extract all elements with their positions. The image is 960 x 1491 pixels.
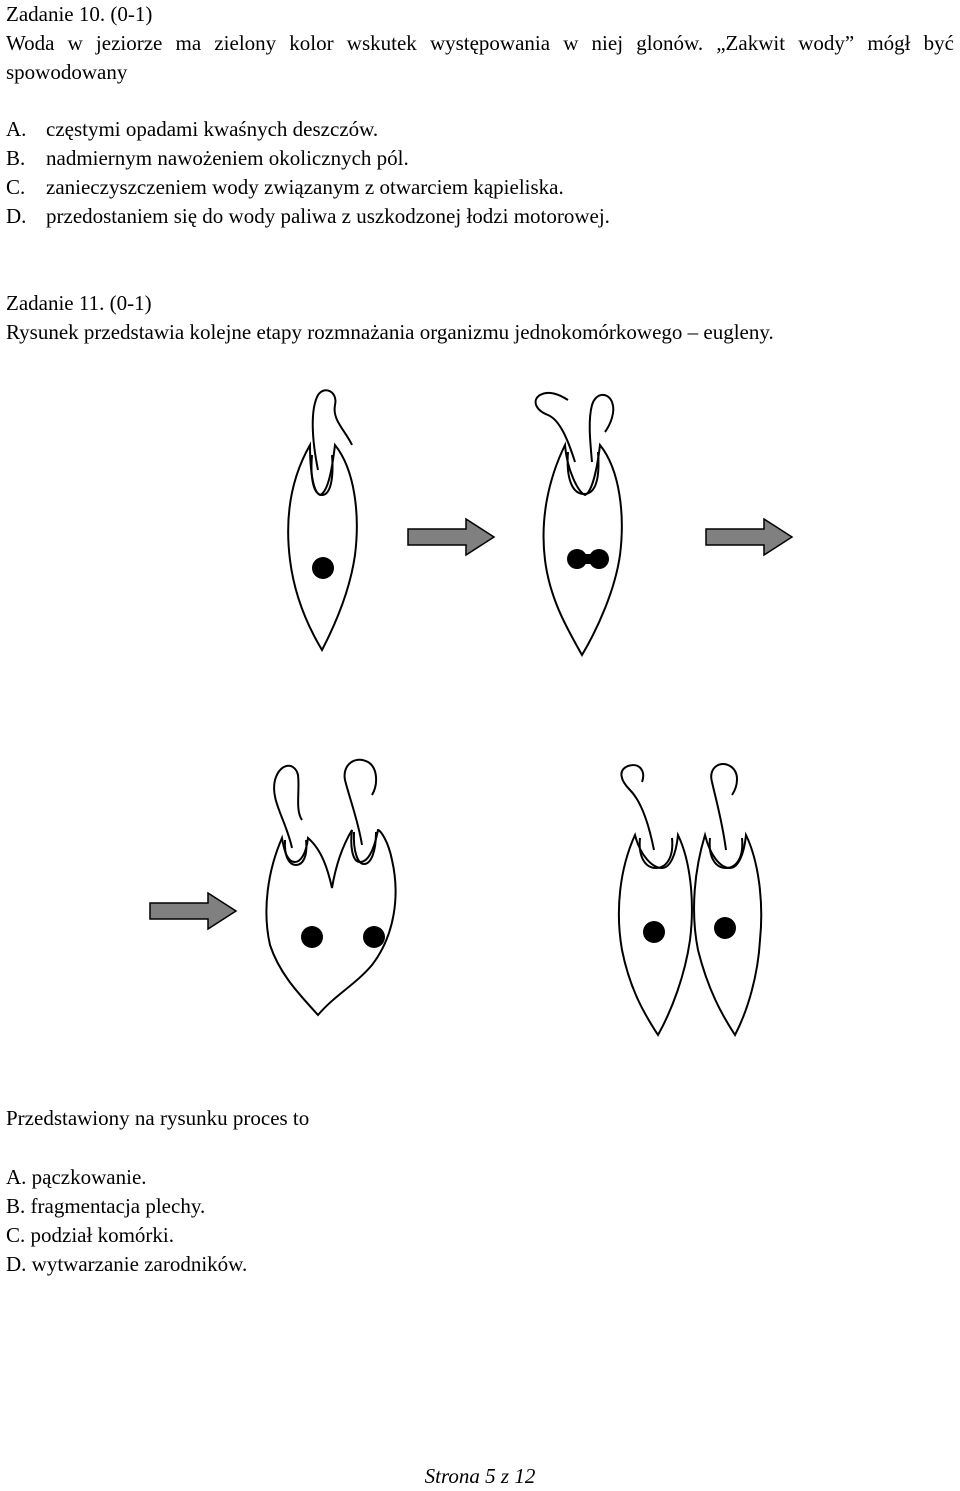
task11-title: Zadanie 11. (0-1) — [6, 291, 152, 315]
cell-body — [542, 441, 623, 658]
euglena-division-figure — [149, 389, 793, 1037]
task11-question: Przedstawiony na rysunku proces to — [6, 1106, 310, 1130]
task11-option-b: B. fragmentacja plechy. — [6, 1194, 206, 1218]
task10-option-b: B. nadmiernym nawożeniem okolicznych pól. — [6, 144, 610, 173]
euglena-stage-1 — [287, 389, 358, 653]
task11-option-a: A. pączkowanie. — [6, 1165, 147, 1189]
nucleus — [312, 557, 334, 579]
task11-option-d: D. wytwarzanie zarodników. — [6, 1252, 248, 1276]
flagellum-right — [343, 758, 378, 846]
option-letter: B. — [6, 146, 26, 170]
reservoir — [566, 451, 600, 496]
euglena-stage-4 — [617, 763, 763, 1037]
option-letter: C. — [6, 175, 26, 199]
flagellum-right — [710, 763, 738, 851]
flagellum-left — [620, 764, 655, 851]
reservoir-left — [638, 837, 674, 870]
cell-body — [265, 828, 397, 1017]
flagellum-right — [588, 393, 615, 463]
nucleus-right — [363, 926, 385, 948]
task10-option-a: A. częstymi opadami kwaśnych deszczów. — [6, 115, 610, 144]
task10-option-c: C. zanieczyszczeniem wody związanym z otw… — [6, 173, 610, 202]
flagellum-left — [534, 391, 576, 463]
arrow-2 — [705, 518, 793, 556]
task11-options: A. pączkowanie. B. fragmentacja plechy. … — [6, 1163, 247, 1279]
reservoir-right — [708, 837, 744, 870]
task10-title: Zadanie 10. (0-1) — [6, 2, 153, 26]
task11-option-c: C. podział komórki. — [6, 1223, 174, 1247]
option-letter: A. — [6, 117, 27, 141]
cell-body — [287, 441, 358, 653]
task11-stem: Rysunek przedstawia kolejne etapy rozmna… — [6, 320, 774, 344]
flagellum — [311, 389, 353, 471]
reservoir — [310, 454, 334, 497]
nucleus-left — [643, 921, 665, 943]
arrow-3 — [149, 892, 237, 930]
euglena-stage-2 — [534, 391, 623, 658]
flagellum-left — [273, 764, 303, 849]
option-letter: D. — [6, 204, 27, 228]
option-text: zanieczyszczeniem wody związanym z otwar… — [46, 175, 564, 199]
reservoir-right — [352, 831, 377, 866]
option-text: przedostaniem się do wody paliwa z uszko… — [46, 204, 610, 228]
nucleus-left — [301, 926, 323, 948]
nucleus-right — [714, 917, 736, 939]
task10-options: A. częstymi opadami kwaśnych deszczów. B.… — [6, 115, 610, 231]
option-text: nadmiernym nawożeniem okolicznych pól. — [46, 146, 409, 170]
option-text: częstymi opadami kwaśnych deszczów. — [46, 117, 379, 141]
task10-option-d: D. przedostaniem się do wody paliwa z usz… — [6, 202, 610, 231]
arrow-1 — [407, 518, 495, 556]
reservoir-left — [283, 839, 308, 867]
task10-stem: Woda w jeziorze ma zielony kolor wskutek… — [6, 31, 954, 84]
nucleus-bridge — [577, 554, 599, 564]
page-footer: Strona 5 z 12 — [424, 1464, 536, 1488]
euglena-stage-3 — [265, 758, 397, 1017]
